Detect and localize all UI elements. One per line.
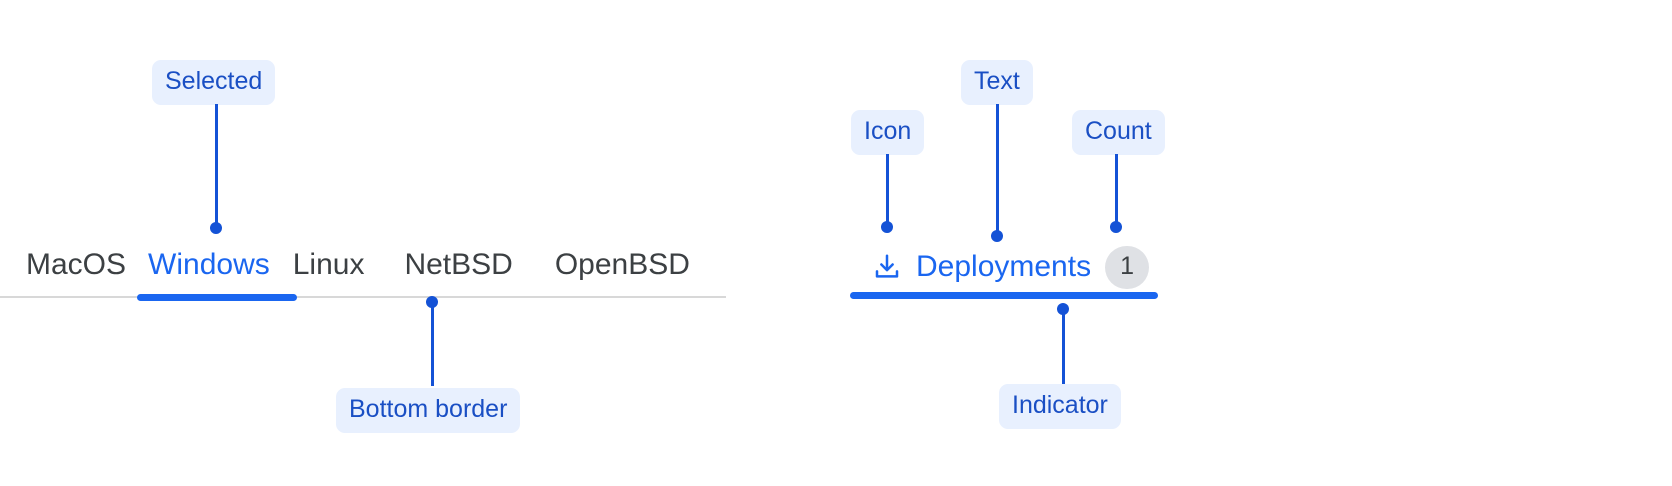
tab-bar-bottom-border (0, 296, 726, 298)
annotation-label-text: Text (961, 60, 1033, 105)
annotation-dot-text (991, 230, 1003, 242)
annotation-leader-text (996, 104, 999, 236)
annotation-label-icon: Icon (851, 110, 925, 155)
tab-netbsd[interactable]: NetBSD (404, 248, 513, 281)
tab-list: MacOS Windows Linux NetBSD OpenBSD (0, 246, 690, 280)
tab-bar: MacOS Windows Linux NetBSD OpenBSD (0, 246, 726, 301)
tab-macos[interactable]: MacOS (26, 248, 127, 281)
annotation-dot-selected (210, 222, 222, 234)
tab-windows[interactable]: Windows (148, 248, 270, 281)
deployments-tab-label: Deployments (916, 250, 1092, 283)
annotation-label-count: Count (1072, 110, 1165, 155)
annotation-leader-bottom-border (431, 302, 434, 386)
deployments-count-badge: 1 (1105, 245, 1150, 289)
deployments-tab[interactable]: Deployments 1 (850, 244, 1160, 302)
annotation-label-selected: Selected (152, 60, 276, 105)
annotation-label-indicator: Indicator (999, 384, 1121, 429)
annotation-leader-icon (886, 154, 889, 226)
annotation-leader-selected (215, 104, 218, 228)
tab-openbsd[interactable]: OpenBSD (554, 248, 690, 281)
annotation-dot-icon (881, 221, 893, 233)
annotation-leader-indicator (1062, 309, 1065, 385)
annotation-label-bottom-border: Bottom border (336, 388, 521, 433)
tab-linux[interactable]: Linux (292, 248, 365, 281)
deployments-selected-indicator (850, 292, 1158, 299)
annotation-leader-count (1115, 154, 1118, 226)
download-icon (875, 254, 899, 278)
deployments-tab-content: Deployments 1 (872, 244, 1150, 290)
annotation-dot-count (1110, 221, 1122, 233)
tab-selected-indicator (137, 294, 297, 301)
